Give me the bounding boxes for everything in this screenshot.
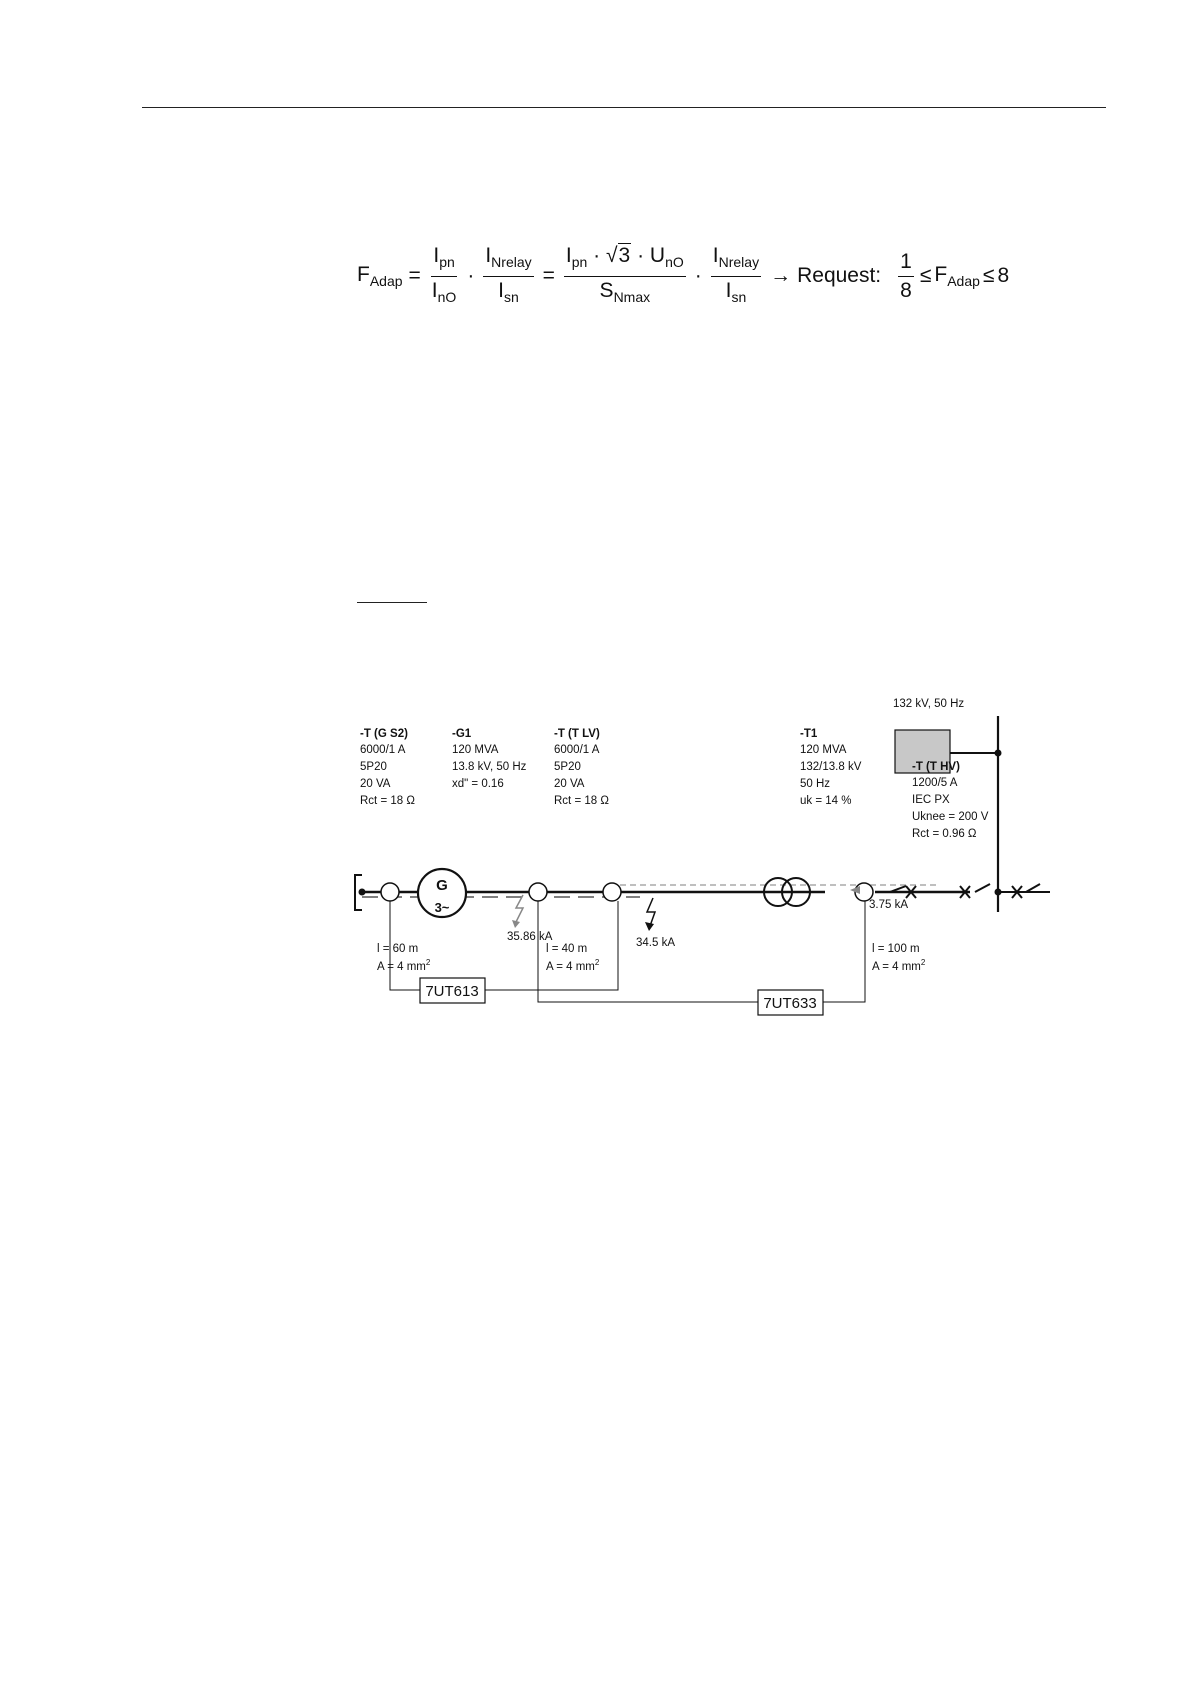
equals-sign: = [542, 264, 555, 287]
fraction-ipn-ino: Ipn InO [431, 243, 457, 305]
fraction-ipn-sqrt3-uno-snmax: Ipn · √3 · UnO SNmax [563, 242, 686, 305]
ct-tlv-name: -T (T LV) [554, 728, 600, 740]
fault-current-3: 3.75 kA [869, 899, 908, 911]
cable3-length: l = 100 m [872, 943, 920, 955]
transformer-winding-1-icon [763, 877, 793, 907]
breaker-busbar-blade [974, 883, 991, 893]
breaker-hv-blade [889, 885, 907, 893]
ct-gs2-class: 5P20 [360, 761, 387, 773]
cable2-length: l = 40 m [546, 943, 587, 955]
transformer-name: -T1 [800, 728, 818, 740]
ct-thv-rct: Rct = 0.96 Ω [912, 828, 977, 840]
ct-tlv-burden: 20 VA [554, 778, 585, 790]
transformer-uk: uk = 14 % [800, 795, 851, 807]
formula-rhs: FAdap [934, 263, 980, 289]
generator-name: -G1 [452, 728, 472, 740]
fraction-inrelay-isn-2: INrelay Isn [710, 243, 762, 305]
section-underline [357, 602, 427, 603]
ct-thv-class: IEC PX [912, 794, 950, 806]
generator-rating: 120 MVA [452, 744, 499, 756]
fault-current-2: 34.5 kA [636, 937, 675, 949]
formula-lhs: FAdap [357, 263, 403, 289]
ct-tlv-class: 5P20 [554, 761, 581, 773]
wire-ct-tlv-relay1 [485, 901, 619, 991]
ct-thv-uknee: Uknee = 200 V [912, 811, 989, 823]
single-line-diagram: 132 kV, 50 Hz G 3~ -T (G S2) 6000/1 A 5P… [354, 698, 1050, 1016]
supply-label: 132 kV, 50 Hz [893, 698, 964, 710]
generator-symbol-g: G [436, 877, 448, 894]
junction-dot-hv [994, 888, 1002, 896]
transformer-frequency: 50 Hz [800, 778, 830, 790]
ct-thv-ratio: 1200/5 A [912, 777, 958, 789]
adaptation-factor-formula: FAdap = Ipn InO · INrelay Isn = Ipn · √3… [357, 242, 1010, 308]
ct-gs2-burden: 20 VA [360, 778, 391, 790]
arrow-icon: → [770, 264, 792, 287]
fault-arrow-1-icon [514, 894, 525, 923]
relay-7ut613-label: 7UT613 [425, 983, 478, 1000]
cable1-area: A = 4 mm2 [377, 958, 431, 973]
breaker-out-blade [1025, 883, 1041, 893]
relay-7ut613-box [419, 977, 486, 1004]
dot-operator: · [694, 264, 702, 287]
ct-tlv-ratio: 6000/1 A [554, 744, 600, 756]
ct-gs2-rct: Rct = 18 Ω [360, 795, 415, 807]
ct-gs2-icon [380, 882, 400, 902]
header-rule [142, 107, 1106, 108]
cable3-area: A = 4 mm2 [872, 958, 926, 973]
breaker-busbar-icon [959, 885, 971, 899]
fault-arrow-2-icon [645, 897, 657, 927]
relay-7ut633-label: 7UT633 [763, 995, 816, 1012]
breaker-hv-icon [905, 885, 917, 899]
generator-symbol-phase: 3~ [435, 900, 450, 915]
generator-voltage: 13.8 kV, 50 Hz [452, 761, 527, 773]
equals-sign: = [408, 264, 421, 287]
upper-limit: 8 [997, 264, 1010, 287]
fault-arrow-3-icon [850, 886, 860, 894]
ct-tlv-rct: Rct = 18 Ω [554, 795, 609, 807]
ct-tlv-icon [602, 882, 622, 902]
relay-7ut633-box [757, 989, 824, 1016]
wire-ct-thv [823, 901, 866, 1003]
ct-gs2-name: -T (G S2) [360, 728, 408, 740]
wire-ct-gs2 [389, 901, 420, 991]
neutral-point-dot [358, 888, 366, 896]
junction-dot [994, 749, 1002, 757]
dot-operator: · [467, 264, 475, 287]
network-infeed-box [894, 729, 951, 774]
fraction-inrelay-isn: INrelay Isn [483, 243, 534, 305]
generator-icon [416, 867, 468, 919]
sqrt-symbol: √3 [606, 242, 632, 267]
request-label: Request: [797, 264, 882, 287]
cable2-area: A = 4 mm2 [546, 958, 600, 973]
starpoint-bracket [354, 874, 362, 911]
transformer-winding-2-icon [781, 877, 811, 907]
transformer-rating: 120 MVA [800, 744, 847, 756]
transformer-voltage: 132/13.8 kV [800, 761, 862, 773]
fault-current-1: 35.86 kA [507, 931, 553, 943]
ct-thv-name: -T (T HV) [912, 761, 960, 773]
cable1-length: l = 60 m [377, 943, 418, 955]
less-equal-sign: ≤ [982, 264, 995, 287]
generator-reactance: xd" = 0.16 [452, 778, 504, 790]
fraction-one-eighth: 1 8 [898, 249, 914, 302]
ct-tlv-gen-side-icon [528, 882, 548, 902]
ct-gs2-ratio: 6000/1 A [360, 744, 406, 756]
wire-ct-tlv-relay2 [537, 901, 758, 1003]
less-equal-sign: ≤ [919, 264, 932, 287]
